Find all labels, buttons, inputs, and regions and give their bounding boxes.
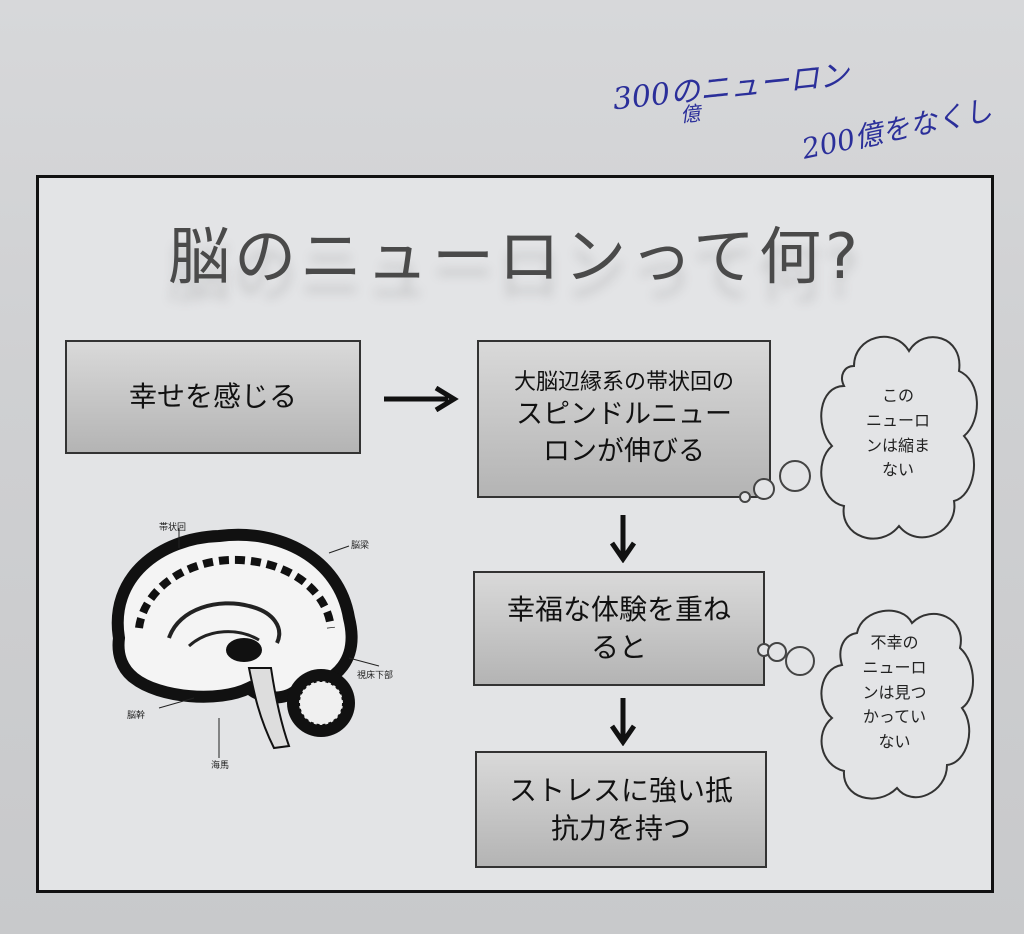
thought-bubble-dot: [739, 491, 751, 503]
brain-label-pons: 脳幹: [127, 711, 146, 721]
cloud2-line: ンは見つ: [862, 682, 927, 702]
arrow-down-icon: [610, 698, 636, 746]
handwritten-note-neurons: 300のニューロン: [611, 57, 851, 118]
box2-line2: スピンドルニュー: [515, 399, 732, 431]
cloud1-text: この ニューロ ンは縮ま ない: [814, 384, 982, 483]
brain-label-cingulate: 帯状回: [159, 523, 187, 533]
brain-diagram: 帯状回 脳梁 視床下部 脳幹 海馬: [99, 518, 399, 771]
box-spindle-neurons: 大脳辺縁系の帯状回の スピンドルニュー ロンが伸びる: [477, 340, 771, 498]
thought-bubble-dot: [767, 642, 787, 662]
thought-bubble-dot: [753, 478, 775, 500]
box4-line1: ストレスに強い抵: [508, 773, 733, 807]
box4-line2: 抗力を持つ: [550, 811, 691, 845]
cloud2-text: 不幸の ニューロ ンは見つ かってい ない: [812, 631, 977, 755]
box-stress-resistance: ストレスに強い抵 抗力を持つ: [475, 751, 767, 868]
cloud1-line: ニューロ: [865, 410, 930, 430]
thought-bubble-dot: [779, 460, 811, 492]
arrow-right-icon: [384, 386, 459, 412]
cloud2-line: 不幸の: [870, 633, 919, 652]
cloud1-line: ンは縮ま: [865, 435, 930, 455]
box3-line2: ると: [590, 630, 647, 664]
cloud2-line: ニューロ: [862, 657, 927, 677]
cloud1-line: ない: [881, 460, 914, 480]
thought-cloud-not-shrink: この ニューロ ンは縮ま ない: [814, 326, 982, 551]
cloud-shape: [820, 609, 974, 800]
box3-line1: 幸福な体験を重ね: [506, 592, 731, 626]
brain-illustration: [111, 528, 380, 758]
brain-label-corpus: 脳梁: [351, 541, 370, 551]
cloud-shape: [820, 335, 978, 540]
brain-label-hippocampus: 海馬: [211, 761, 230, 771]
handwritten-note-lose: 200億をなくし: [798, 93, 996, 166]
handwritten-note-oku: 億: [678, 101, 702, 127]
cloud2-line: かってい: [862, 707, 927, 727]
slide-frame: 脳のニューロンって何? 幸せを感じる 大脳辺縁系の帯状回の スピンドルニュー ロ…: [36, 175, 994, 893]
slide-title: 脳のニューロンって何?: [168, 220, 862, 293]
box-feel-happy: 幸せを感じる: [65, 340, 361, 454]
thought-cloud-not-found: 不幸の ニューロ ンは見つ かってい ない: [812, 603, 977, 808]
box-happy-experience: 幸福な体験を重ね ると: [473, 571, 765, 686]
cloud1-line: この: [881, 386, 914, 405]
box2-line1: 大脳辺縁系の帯状回の: [513, 369, 734, 395]
arrow-down-icon: [610, 515, 636, 563]
box-feel-happy-text: 幸せを感じる: [128, 380, 297, 414]
box2-line3: ロンが伸びる: [542, 435, 705, 467]
cloud2-line: ない: [878, 732, 911, 752]
thought-bubble-dot: [785, 646, 815, 676]
brain-label-hypothalamus: 視床下部: [357, 671, 394, 681]
